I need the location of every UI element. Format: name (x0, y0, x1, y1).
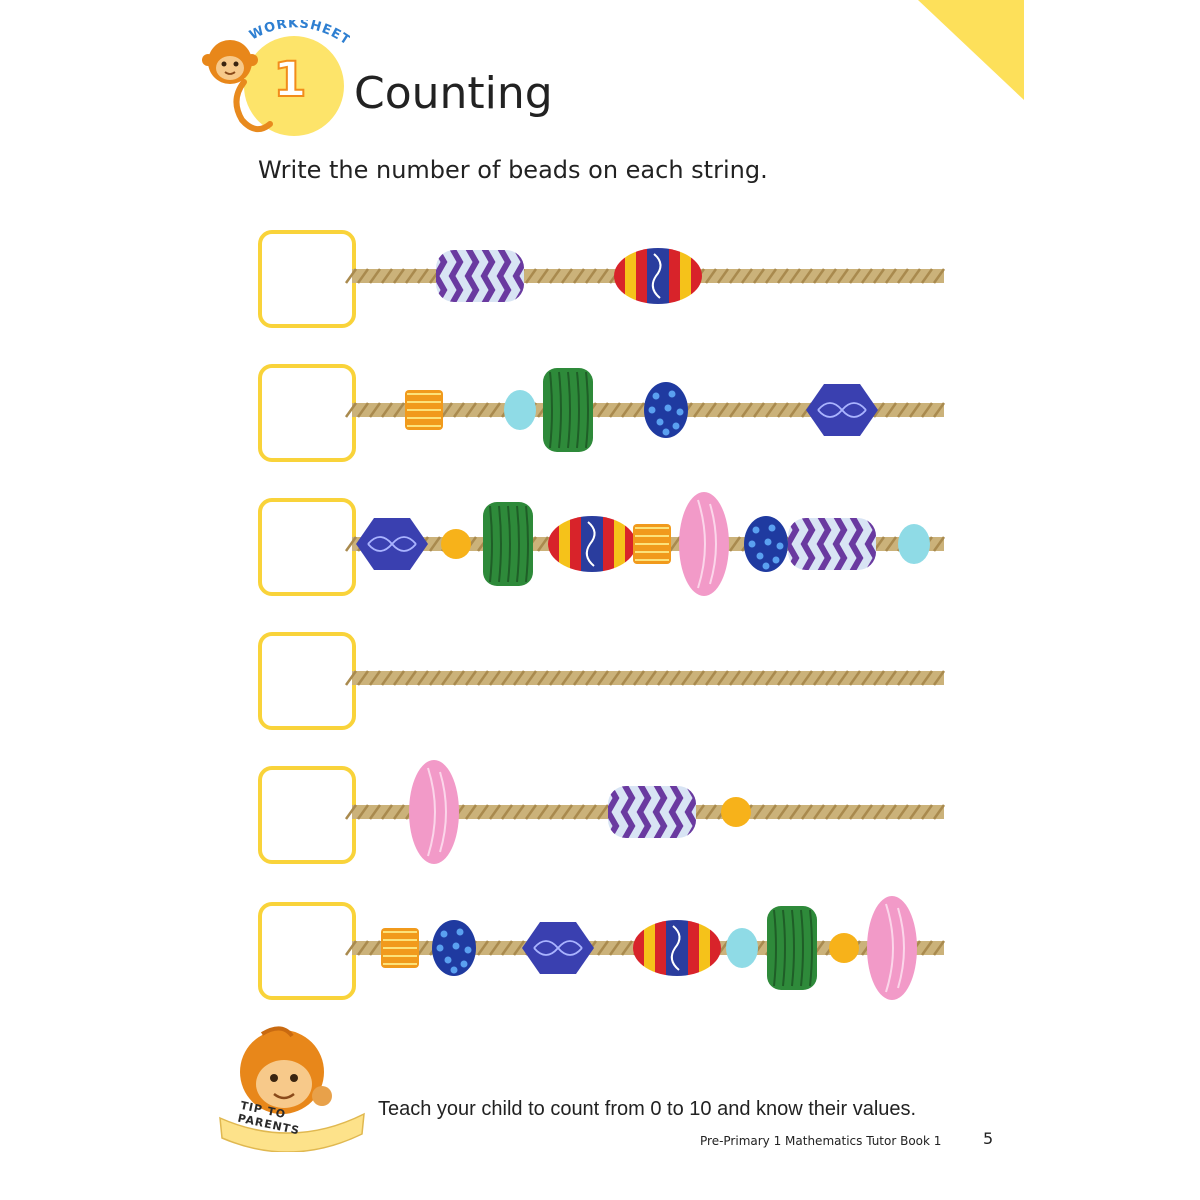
bead-light-blue-round (898, 524, 930, 564)
bead-blue-dotted (744, 516, 788, 572)
bead-blue-hexagon (806, 384, 878, 436)
answer-box[interactable] (258, 632, 356, 730)
bead-pink-oval (679, 492, 729, 596)
bead-orange-cylinder (633, 524, 671, 564)
footer-book-title: Pre-Primary 1 Mathematics Tutor Book 1 (700, 1134, 942, 1148)
instruction-text: Write the number of beads on each string… (258, 156, 768, 184)
answer-box[interactable] (258, 498, 356, 596)
tip-text: Teach your child to count from 0 to 10 a… (378, 1098, 917, 1120)
bead-yellow-round (829, 933, 859, 963)
bead-blue-hexagon (522, 922, 594, 974)
bead-light-blue-round (504, 390, 536, 430)
bead-string (344, 896, 946, 1000)
bead-blue-hexagon (356, 518, 428, 570)
bead-green-barrel (543, 368, 593, 452)
bead-pink-oval (409, 760, 459, 864)
monkey-icon (240, 1026, 332, 1114)
worksheet-number: 1 (272, 52, 307, 108)
bead-blue-dotted (432, 920, 476, 976)
bead-orange-cylinder (405, 390, 443, 430)
bead-green-barrel (483, 502, 533, 586)
monkey-icon (202, 40, 273, 133)
bead-row (256, 492, 946, 596)
bead-row (256, 760, 946, 864)
answer-box[interactable] (258, 902, 356, 1000)
bead-red-yellow-stripe (614, 248, 702, 304)
answer-box[interactable] (258, 766, 356, 864)
answer-box[interactable] (258, 364, 356, 462)
bead-yellow-round (721, 797, 751, 827)
bead-orange-cylinder (381, 928, 419, 968)
bead-string (344, 248, 946, 304)
page-title: Counting (354, 68, 553, 119)
bead-row (256, 364, 946, 462)
corner-decoration (918, 0, 1024, 100)
bead-green-barrel (767, 906, 817, 990)
bead-string (344, 760, 946, 864)
bead-purple-zigzag (788, 518, 876, 570)
page-number: 5 (983, 1129, 994, 1148)
bead-red-yellow-stripe (633, 920, 721, 976)
bead-string (344, 492, 946, 596)
bead-string (344, 670, 946, 686)
bead-row (256, 632, 946, 730)
tip-mascot (219, 1026, 365, 1152)
bead-string (344, 368, 946, 452)
bead-yellow-round (441, 529, 471, 559)
bead-row (256, 230, 946, 328)
bead-pink-oval (867, 896, 917, 1000)
bead-light-blue-round (726, 928, 758, 968)
bead-row (256, 896, 946, 1000)
bead-blue-dotted (644, 382, 688, 438)
bead-red-yellow-stripe (548, 516, 636, 572)
bead-purple-zigzag (436, 250, 524, 302)
bead-purple-zigzag (608, 786, 696, 838)
worksheet-badge: WORKSHEET (202, 20, 350, 136)
answer-box[interactable] (258, 230, 356, 328)
